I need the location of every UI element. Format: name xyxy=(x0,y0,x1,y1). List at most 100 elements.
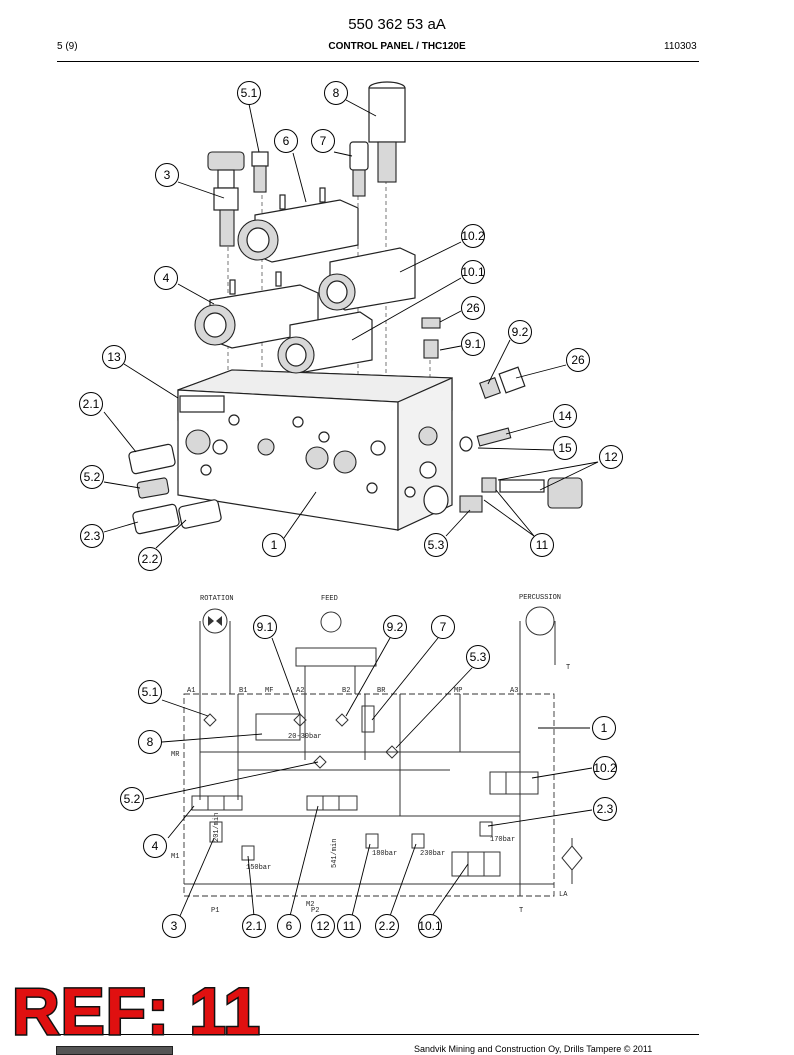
svg-text:2.3: 2.3 xyxy=(597,802,614,816)
header-rule xyxy=(57,61,699,62)
port-p1: P1 xyxy=(211,907,219,915)
callout-10-2: 10.2 xyxy=(461,224,485,248)
relief-valve-11 xyxy=(365,833,379,849)
solenoid-valve-10-2 xyxy=(318,247,416,311)
svg-text:4: 4 xyxy=(163,271,170,285)
callout-10-1: 10.1 xyxy=(461,260,485,284)
svg-text:7: 7 xyxy=(320,134,327,148)
callout-26-top: 26 xyxy=(461,296,485,320)
svg-text:1: 1 xyxy=(601,721,608,735)
solenoid-valve-6 xyxy=(237,187,359,263)
svg-text:2.1: 2.1 xyxy=(246,919,263,933)
svg-text:5.1: 5.1 xyxy=(142,685,159,699)
callout-5-3: 5.3 xyxy=(424,533,448,557)
sch-callout-12: 12 xyxy=(311,914,335,938)
pressure-comp-3 xyxy=(209,821,223,843)
pressure-150: 150bar xyxy=(246,864,271,872)
document-date: 110303 xyxy=(664,41,697,52)
check-valve-9-1 xyxy=(293,713,307,727)
solenoid-valve-10-1 xyxy=(277,311,373,374)
pressure-170: 170bar xyxy=(490,836,515,844)
sch-callout-1: 1 xyxy=(592,716,616,740)
svg-text:15: 15 xyxy=(558,441,572,455)
percussion-motor xyxy=(525,606,555,636)
sch-callout-10-2: 10.2 xyxy=(593,756,617,780)
port-mr: MR xyxy=(171,751,180,759)
port-mp: MP xyxy=(454,687,462,695)
svg-text:26: 26 xyxy=(466,301,480,315)
page-count: 5 (9) xyxy=(57,41,78,52)
ref-stamp: REF: 11 xyxy=(10,974,262,1048)
callout-3: 3 xyxy=(155,163,179,187)
sch-callout-2-2: 2.2 xyxy=(375,914,399,938)
port-mf: MF xyxy=(265,687,273,695)
port-t-top: T xyxy=(566,664,570,672)
port-b2: B2 xyxy=(342,687,350,695)
svg-text:8: 8 xyxy=(147,735,154,749)
footer-rule xyxy=(57,1034,699,1035)
relief-valve-2-2 xyxy=(411,833,425,849)
label-feed: FEED xyxy=(321,595,338,603)
solenoid-valve-8 xyxy=(255,713,301,741)
svg-text:11: 11 xyxy=(343,919,356,933)
svg-text:9.1: 9.1 xyxy=(257,620,274,634)
solenoid-8 xyxy=(368,81,406,183)
svg-text:4: 4 xyxy=(152,839,159,853)
svg-text:2.2: 2.2 xyxy=(142,552,159,566)
port-p2: P2 xyxy=(311,907,319,915)
valve-7 xyxy=(349,141,369,197)
check-valve-5-1 xyxy=(203,713,217,727)
valve-7 xyxy=(361,705,375,733)
svg-text:9.2: 9.2 xyxy=(512,325,529,339)
svg-text:3: 3 xyxy=(171,919,178,933)
port-b1: B1 xyxy=(239,687,247,695)
port-a2: A2 xyxy=(296,687,304,695)
callout-2-3: 2.3 xyxy=(80,524,104,548)
svg-text:1: 1 xyxy=(271,538,278,552)
port-a3: A3 xyxy=(510,687,518,695)
directional-valve-6 xyxy=(306,795,358,811)
label-percussion: PERCUSSION xyxy=(519,594,561,602)
sch-callout-5-3: 5.3 xyxy=(466,645,490,669)
pressure-valve-3 xyxy=(207,151,245,247)
svg-text:6: 6 xyxy=(283,134,290,148)
callout-4: 4 xyxy=(154,266,178,290)
rotation-motor xyxy=(202,608,228,634)
callout-8: 8 xyxy=(324,81,348,105)
svg-text:10.2: 10.2 xyxy=(461,229,485,243)
check-valve-5-3 xyxy=(385,745,399,759)
sch-callout-9-1: 9.1 xyxy=(253,615,277,639)
footer-copyright: Sandvik Mining and Construction Oy, Dril… xyxy=(414,1044,653,1054)
callout-5-1: 5.1 xyxy=(237,81,261,105)
callout-1: 1 xyxy=(262,533,286,557)
label-rotation: ROTATION xyxy=(200,595,234,603)
directional-valve-10-1 xyxy=(451,851,501,877)
sch-callout-6: 6 xyxy=(277,914,301,938)
svg-text:10.2: 10.2 xyxy=(593,761,617,775)
callout-7: 7 xyxy=(311,129,335,153)
flow-201: 201/min xyxy=(213,813,221,842)
feed-motor xyxy=(320,611,342,633)
svg-text:7: 7 xyxy=(440,620,447,634)
callout-5-2: 5.2 xyxy=(80,465,104,489)
port-m1: M1 xyxy=(171,853,179,861)
port-m2: M2 xyxy=(306,901,314,909)
callout-11: 11 xyxy=(530,533,554,557)
callout-9-1: 9.1 xyxy=(461,332,485,356)
svg-text:5.3: 5.3 xyxy=(428,538,445,552)
sch-callout-3: 3 xyxy=(162,914,186,938)
check-valve-9-2 xyxy=(335,713,349,727)
sch-callout-5-1: 5.1 xyxy=(138,680,162,704)
callout-6: 6 xyxy=(274,129,298,153)
svg-text:10.1: 10.1 xyxy=(461,265,485,279)
pressure-230: 230bar xyxy=(420,850,445,858)
sch-callout-8: 8 xyxy=(138,730,162,754)
sch-callout-9-2: 9.2 xyxy=(383,615,407,639)
svg-text:2.1: 2.1 xyxy=(83,397,100,411)
directional-valve-10-2 xyxy=(489,771,539,795)
svg-text:10.1: 10.1 xyxy=(418,919,442,933)
callout-2-1: 2.1 xyxy=(79,392,103,416)
sch-callout-2-1: 2.1 xyxy=(242,914,266,938)
